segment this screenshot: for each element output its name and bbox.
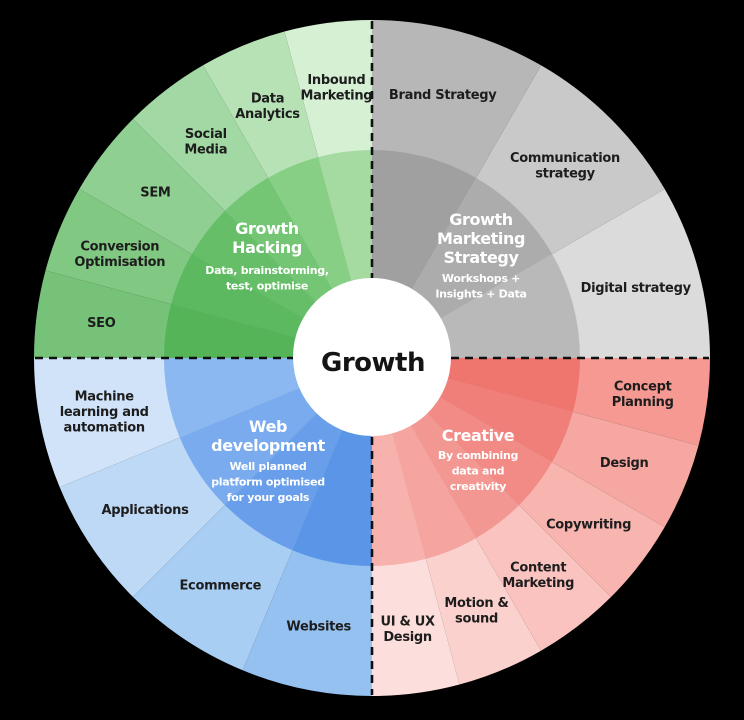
segment-label-design: Design [600, 456, 649, 471]
segment-label-copywriting: Copywriting [546, 518, 631, 533]
quadrant-subtitle-growth-marketing-strategy: Workshops +Insights + Data [435, 272, 526, 301]
segment-label-brand-strategy: Brand Strategy [389, 88, 497, 103]
quadrant-subtitle-growth-hacking: Data, brainstorming,test, optimise [205, 264, 329, 293]
segment-label-applications: Applications [101, 503, 189, 518]
segment-label-seo: SEO [87, 316, 116, 331]
segment-label-ecommerce: Ecommerce [179, 579, 261, 594]
segment-label-motion-sound: Motion &sound [444, 596, 508, 627]
center-label: Growth [321, 348, 425, 378]
segment-label-digital-strategy: Digital strategy [581, 281, 692, 296]
segment-label-websites: Websites [286, 619, 351, 634]
segment-label-sem: SEM [140, 185, 170, 200]
center-circle [293, 278, 451, 436]
quadrant-title-creative: Creative [442, 426, 515, 445]
